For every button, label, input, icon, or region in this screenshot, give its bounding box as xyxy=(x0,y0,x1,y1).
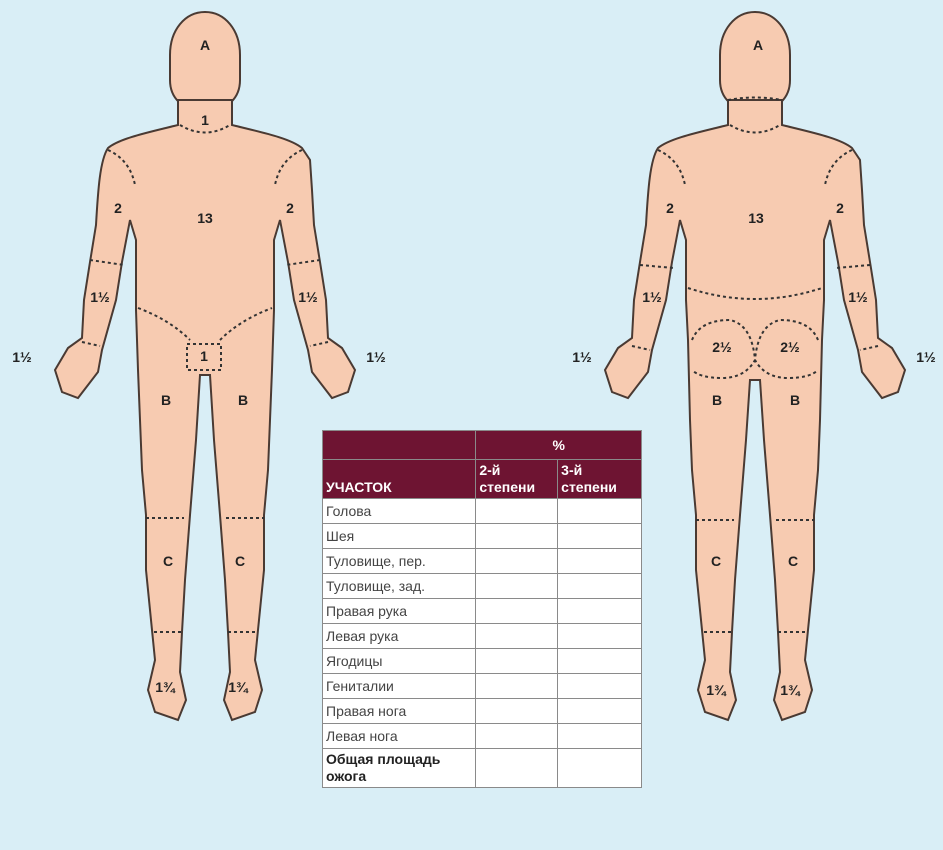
front-label-forearm-l: 1½ xyxy=(298,289,317,305)
table-row: Шея xyxy=(323,524,642,549)
area-name: Туловище, зад. xyxy=(323,574,476,599)
table-row: Туловище, пер. xyxy=(323,549,642,574)
front-label-hand-r: 1½ xyxy=(12,349,31,365)
back-label-trunk: 13 xyxy=(748,210,764,226)
table-row: Гениталии xyxy=(323,674,642,699)
front-body xyxy=(55,100,355,720)
front-label-head: A xyxy=(200,37,210,53)
third-degree-cell[interactable] xyxy=(558,674,642,699)
front-label-foot-r: 1¾ xyxy=(155,679,174,695)
table-row: Правая нога xyxy=(323,699,642,724)
second-degree-cell[interactable] xyxy=(476,574,558,599)
area-name: Правая рука xyxy=(323,599,476,624)
area-name: Левая нога xyxy=(323,724,476,749)
front-label-upper-arm-r: 2 xyxy=(114,200,122,216)
front-head xyxy=(170,12,240,112)
back-label-hand-r: 1½ xyxy=(572,349,591,365)
second-degree-cell[interactable] xyxy=(476,624,558,649)
back-head xyxy=(720,12,790,112)
third-degree-cell[interactable] xyxy=(558,699,642,724)
second-degree-cell[interactable] xyxy=(476,499,558,524)
front-label-foot-l: 1¾ xyxy=(228,679,247,695)
area-name: Ягодицы xyxy=(323,649,476,674)
back-label-hand-l: 1½ xyxy=(916,349,935,365)
third-degree-cell[interactable] xyxy=(558,499,642,524)
back-label-buttock-r: 2½ xyxy=(712,339,731,355)
third-degree-cell[interactable] xyxy=(558,649,642,674)
back-label-forearm-r: 1½ xyxy=(642,289,661,305)
second-degree-cell[interactable] xyxy=(476,524,558,549)
table-row: Туловище, зад. xyxy=(323,574,642,599)
second-degree-cell[interactable] xyxy=(476,549,558,574)
back-figure xyxy=(605,12,905,720)
table-header-blank xyxy=(323,431,476,460)
back-label-thigh-l: B xyxy=(790,392,800,408)
back-label-leg-l: C xyxy=(788,553,798,569)
front-label-trunk: 13 xyxy=(197,210,213,226)
front-label-genitals: 1 xyxy=(200,348,208,364)
third-degree-cell[interactable] xyxy=(558,624,642,649)
front-label-leg-l: C xyxy=(235,553,245,569)
percent-header: % xyxy=(476,431,642,460)
table-row: Ягодицы xyxy=(323,649,642,674)
front-label-thigh-l: B xyxy=(238,392,248,408)
table-row: Голова xyxy=(323,499,642,524)
back-label-head: A xyxy=(753,37,763,53)
area-name: Гениталии xyxy=(323,674,476,699)
front-label-upper-arm-l: 2 xyxy=(286,200,294,216)
back-body xyxy=(605,100,905,720)
front-label-thigh-r: B xyxy=(161,392,171,408)
back-label-upper-arm-l: 2 xyxy=(836,200,844,216)
third-degree-cell[interactable] xyxy=(558,724,642,749)
area-name: Голова xyxy=(323,499,476,524)
third-degree-cell[interactable] xyxy=(558,574,642,599)
second-degree-cell[interactable] xyxy=(476,724,558,749)
second-degree-cell[interactable] xyxy=(476,649,558,674)
table-row: Правая рука xyxy=(323,599,642,624)
third-degree-cell[interactable] xyxy=(558,599,642,624)
front-label-forearm-r: 1½ xyxy=(90,289,109,305)
back-label-thigh-r: B xyxy=(712,392,722,408)
area-name: Правая нога xyxy=(323,699,476,724)
front-label-hand-l: 1½ xyxy=(366,349,385,365)
third-degree-column-header: 3-й степени xyxy=(558,460,642,499)
second-degree-column-header: 2-й степени xyxy=(476,460,558,499)
third-degree-cell[interactable] xyxy=(558,549,642,574)
total-third-degree-cell[interactable] xyxy=(558,749,642,788)
table-row: Левая нога xyxy=(323,724,642,749)
total-second-degree-cell[interactable] xyxy=(476,749,558,788)
area-column-header: УЧАСТОК xyxy=(323,460,476,499)
back-label-upper-arm-r: 2 xyxy=(666,200,674,216)
back-label-leg-r: C xyxy=(711,553,721,569)
burn-area-table: % УЧАСТОК 2-й степени 3-й степени Голова… xyxy=(322,430,642,788)
back-label-buttock-l: 2½ xyxy=(780,339,799,355)
total-row: Общая площадь ожога xyxy=(323,749,642,788)
second-degree-cell[interactable] xyxy=(476,599,558,624)
area-name: Туловище, пер. xyxy=(323,549,476,574)
back-label-forearm-l: 1½ xyxy=(848,289,867,305)
second-degree-cell[interactable] xyxy=(476,674,558,699)
area-name: Шея xyxy=(323,524,476,549)
third-degree-cell[interactable] xyxy=(558,524,642,549)
back-label-foot-l: 1¾ xyxy=(780,682,799,698)
table-row: Левая рука xyxy=(323,624,642,649)
back-label-foot-r: 1¾ xyxy=(706,682,725,698)
front-label-neck: 1 xyxy=(201,112,209,128)
area-name: Левая рука xyxy=(323,624,476,649)
second-degree-cell[interactable] xyxy=(476,699,558,724)
front-label-leg-r: C xyxy=(163,553,173,569)
total-label: Общая площадь ожога xyxy=(323,749,476,788)
